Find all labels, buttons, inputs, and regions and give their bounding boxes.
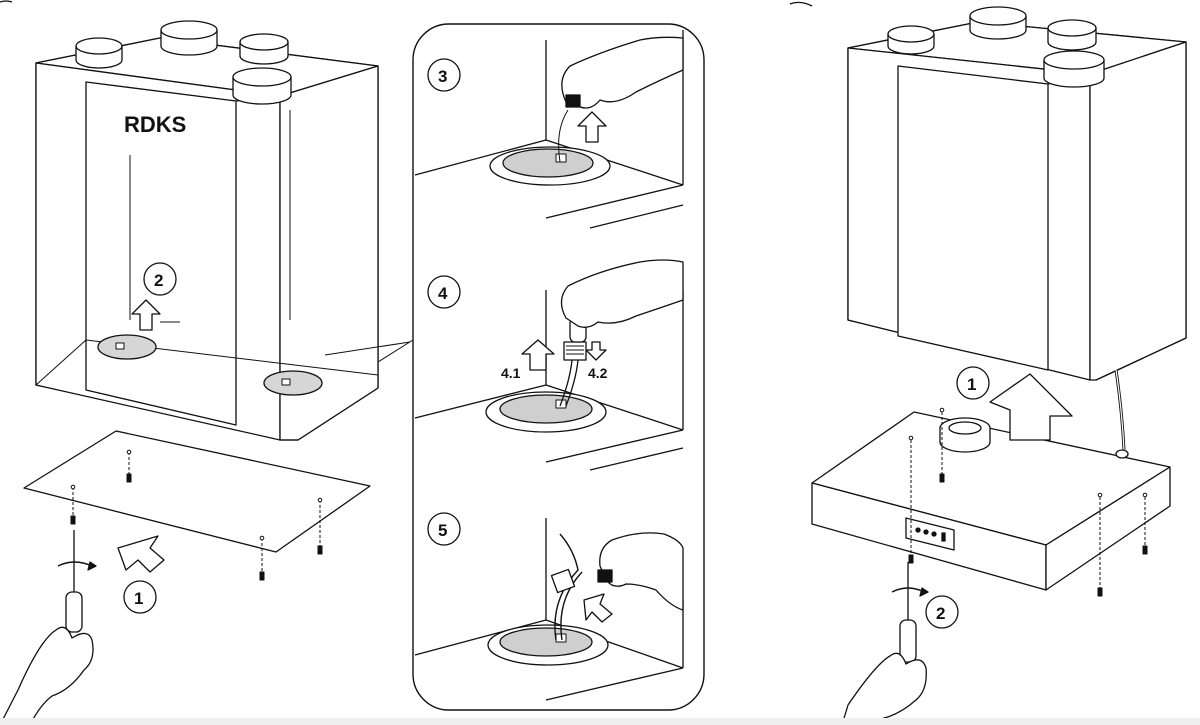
middle-panel: 3 4.1 4.2 4 [377, 23, 705, 711]
svg-text:2: 2 [154, 271, 163, 290]
step-4-scene: 4.1 4.2 4 [414, 259, 684, 471]
up-arrow-icon [577, 111, 607, 143]
step-3-scene: 3 [414, 30, 684, 229]
hand-icon [599, 532, 684, 611]
left-panel: RDKS 2 [0, 0, 411, 725]
hand-icon [561, 36, 684, 109]
svg-text:5: 5 [438, 521, 447, 540]
base-cover-plate [23, 430, 371, 581]
ventilation-unit-right [847, 6, 1187, 451]
svg-text:3: 3 [438, 67, 447, 86]
svg-text:4: 4 [438, 284, 448, 303]
hand-icon [560, 259, 684, 328]
step-3-badge: 3 [427, 58, 461, 92]
control-panel [905, 517, 955, 551]
step-4-badge: 4 [427, 275, 461, 309]
step-1-badge-right: 1 [956, 366, 990, 400]
corner-fragment [789, 1, 813, 7]
screw-icon [908, 407, 1148, 597]
down-arrow-icon [585, 341, 607, 361]
svg-text:2: 2 [936, 604, 945, 623]
corner-fragment [0, 0, 13, 3]
slide-arrow-icon [583, 593, 613, 623]
step-4-2-label: 4.2 [588, 365, 608, 381]
duct-collars [887, 6, 1105, 88]
ventilation-unit-left: RDKS [35, 20, 411, 441]
step-4-1-label: 4.1 [501, 365, 521, 381]
up-arrow-icon [521, 339, 555, 371]
duct-collars [75, 20, 292, 105]
step-2-badge-right: 2 [925, 595, 959, 629]
brand-label: RDKS [124, 112, 186, 137]
step-5-scene: 5 [414, 512, 684, 701]
hand-icon [0, 626, 94, 725]
screwdriver-icon [891, 562, 929, 663]
step-frame [412, 23, 705, 711]
step-2-badge-left: 2 [143, 262, 177, 296]
up-arrow-icon [989, 373, 1073, 441]
bottom-border [0, 718, 1200, 725]
step-5-badge: 5 [427, 512, 461, 546]
svg-text:1: 1 [967, 375, 976, 394]
svg-text:1: 1 [134, 589, 143, 608]
right-panel: 1 2 [789, 1, 1187, 725]
screw-icon [70, 449, 323, 581]
up-arrow-icon [131, 299, 161, 331]
step-1-badge-left: 1 [123, 580, 157, 614]
screwdriver-icon [57, 530, 97, 633]
cable-plug-icon [554, 533, 579, 641]
slide-arrow-icon [117, 535, 165, 573]
hand-icon [841, 652, 927, 725]
base-block [811, 407, 1171, 597]
